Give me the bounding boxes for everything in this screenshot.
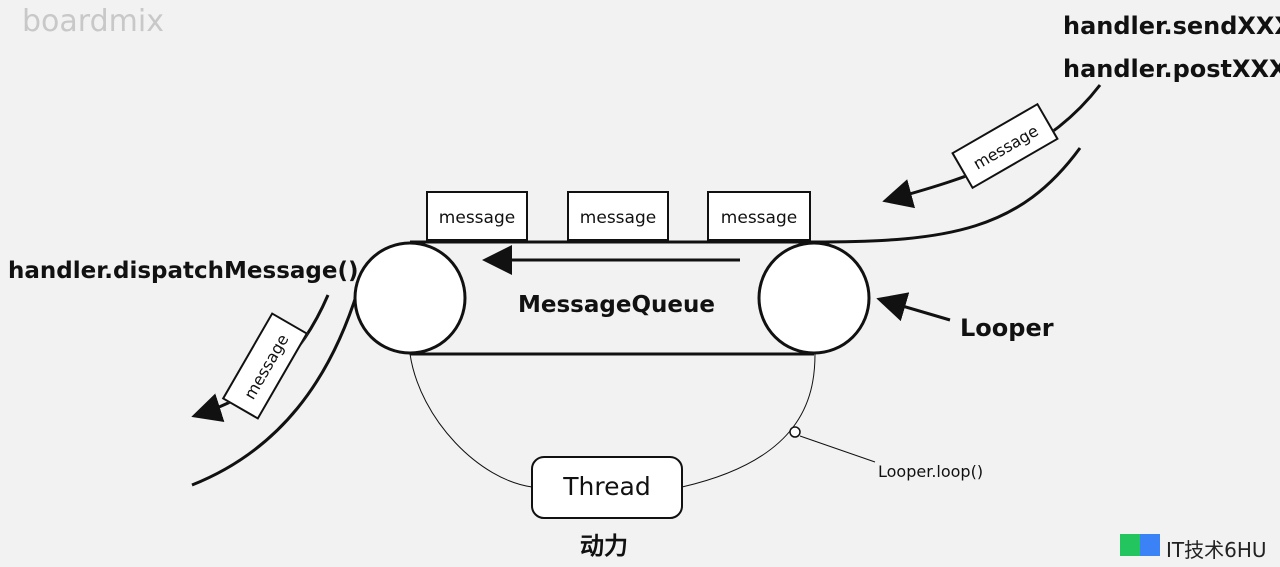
loop-callout bbox=[799, 435, 876, 463]
brand-text: IT技术6HU bbox=[1166, 538, 1267, 562]
looper-label: Looper bbox=[960, 314, 1054, 342]
brand-logo-icon bbox=[1120, 534, 1160, 556]
outgoing-track bbox=[191, 289, 360, 487]
queue-message-3: message bbox=[707, 191, 811, 241]
dispatch-label: handler.dispatchMessage() bbox=[8, 258, 359, 284]
looper-arrow bbox=[876, 292, 951, 322]
right-roller bbox=[757, 241, 871, 355]
queue-label: MessageQueue bbox=[518, 292, 715, 318]
post-label: handler.postXXX bbox=[1063, 55, 1280, 83]
loop-point bbox=[789, 426, 801, 438]
incoming-track bbox=[813, 147, 1082, 244]
power-label: 动力 bbox=[580, 532, 628, 560]
thread-link-right bbox=[681, 353, 816, 488]
send-label: handler.sendXXX bbox=[1063, 12, 1280, 40]
queue-message-2: message bbox=[567, 191, 669, 241]
thread-label: Thread bbox=[563, 472, 651, 501]
loop-label: Looper.loop() bbox=[878, 462, 984, 481]
left-roller bbox=[353, 241, 467, 355]
watermark: boardmix bbox=[22, 4, 164, 39]
queue-message-1: message bbox=[426, 191, 528, 241]
thread-link-left bbox=[409, 353, 533, 488]
thread-box bbox=[531, 456, 683, 519]
